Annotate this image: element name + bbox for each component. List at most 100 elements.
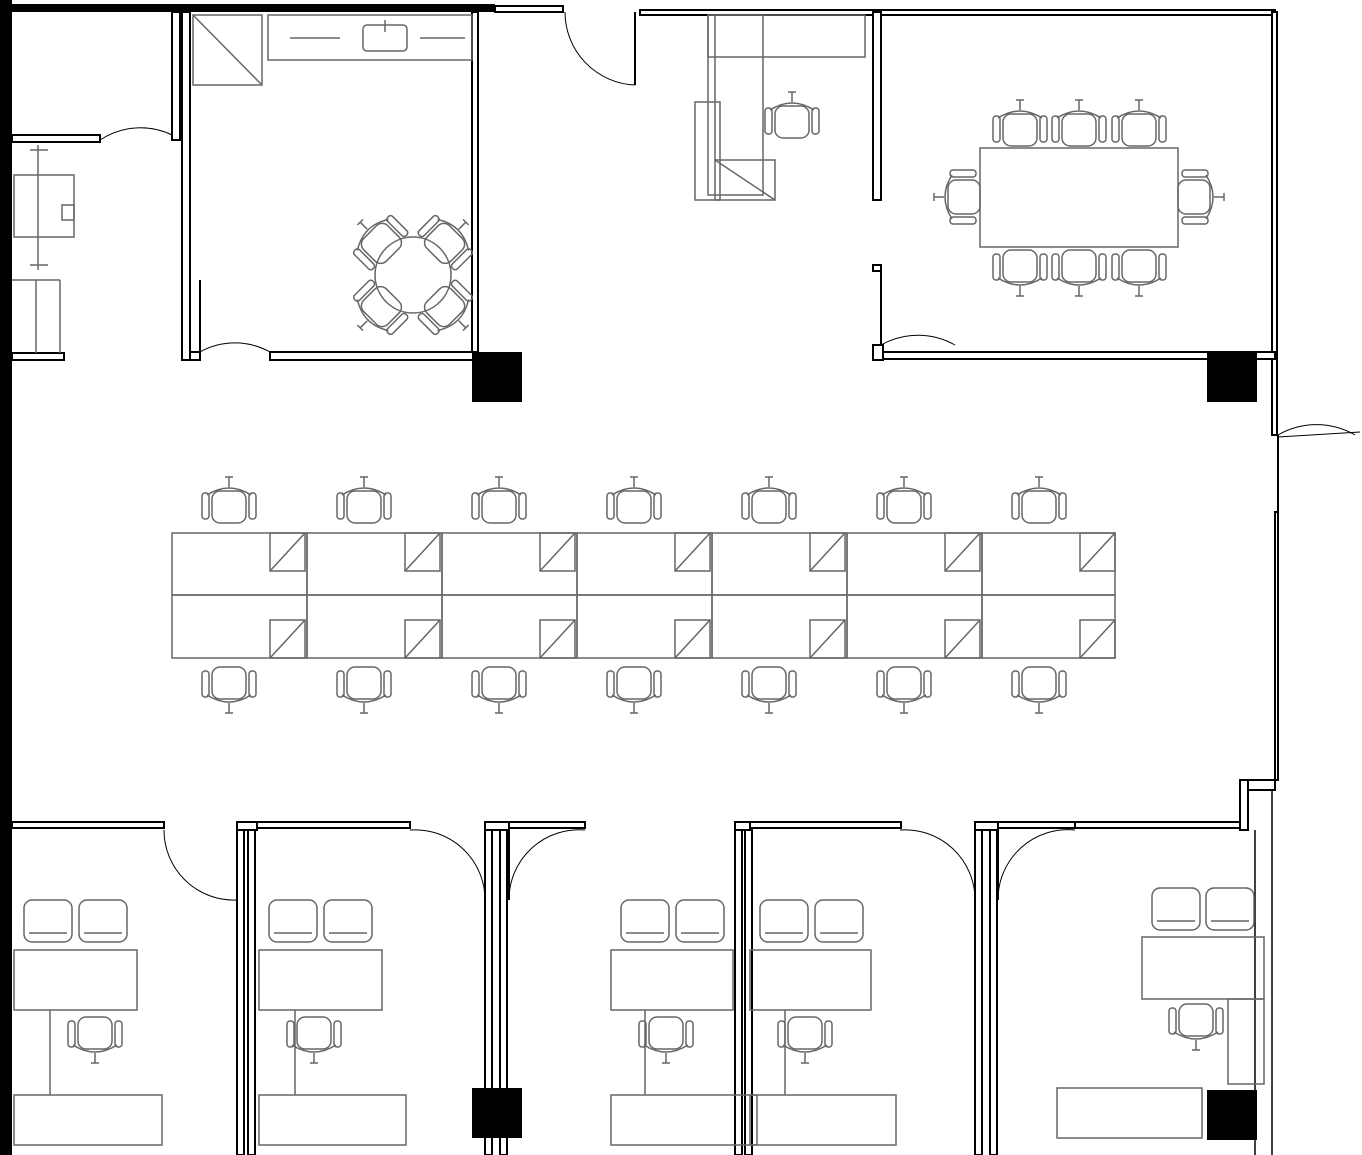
monitor-diagonal bbox=[809, 532, 846, 572]
chair-back bbox=[356, 218, 389, 251]
structural-column bbox=[472, 1088, 522, 1138]
chair-back bbox=[611, 694, 657, 703]
chair-back bbox=[782, 1044, 828, 1053]
chair bbox=[777, 1016, 833, 1064]
chair-seat bbox=[481, 666, 517, 700]
chair-seat bbox=[751, 666, 787, 700]
credenza bbox=[258, 1094, 407, 1146]
chair-arm bbox=[471, 492, 480, 520]
monitor-diagonal bbox=[269, 619, 306, 659]
chair bbox=[992, 249, 1048, 297]
chair-back bbox=[437, 218, 470, 251]
chair-back bbox=[476, 487, 522, 496]
wall bbox=[494, 5, 564, 13]
chair-arm bbox=[777, 1020, 786, 1048]
wall bbox=[872, 264, 882, 272]
chair-arm bbox=[1098, 115, 1107, 143]
wall bbox=[734, 821, 751, 831]
wall bbox=[872, 11, 882, 201]
chair-arm bbox=[352, 279, 376, 302]
monitor-box bbox=[1079, 619, 1116, 659]
chair-arm bbox=[1039, 253, 1048, 281]
chair bbox=[336, 476, 392, 524]
chair-arm bbox=[653, 492, 662, 520]
chair-seat bbox=[1121, 249, 1157, 283]
chair-arm bbox=[1111, 115, 1120, 143]
chair bbox=[638, 1016, 694, 1064]
chair bbox=[471, 476, 527, 524]
chair-arm bbox=[606, 492, 615, 520]
wall bbox=[11, 821, 165, 829]
reception-desk bbox=[707, 14, 764, 196]
chair-arm bbox=[764, 107, 773, 135]
chair-stem bbox=[462, 324, 470, 332]
chair-arm bbox=[876, 492, 885, 520]
door-swing bbox=[899, 829, 976, 901]
monitor-box bbox=[674, 532, 711, 572]
chair-seat bbox=[886, 666, 922, 700]
door-swing bbox=[1277, 424, 1356, 436]
chair bbox=[933, 169, 981, 225]
chair-arm bbox=[1111, 253, 1120, 281]
chair-arm bbox=[811, 107, 820, 135]
chair-seat bbox=[1021, 666, 1057, 700]
wall bbox=[11, 134, 101, 143]
chair-seat bbox=[1021, 490, 1057, 524]
chair-back bbox=[1016, 694, 1062, 703]
chair-stem bbox=[462, 218, 470, 226]
chair bbox=[741, 476, 797, 524]
office-desk bbox=[749, 949, 872, 1011]
chair-arm bbox=[417, 214, 440, 238]
chair bbox=[201, 476, 257, 524]
chair-seat bbox=[774, 105, 810, 139]
chair-arm bbox=[788, 670, 797, 698]
chair-arm bbox=[386, 312, 409, 336]
wall bbox=[1274, 511, 1279, 781]
chair-arm bbox=[383, 670, 392, 698]
wall bbox=[734, 829, 743, 1155]
chair-arm bbox=[386, 214, 409, 238]
door-swing bbox=[199, 342, 271, 353]
monitor-diagonal bbox=[944, 532, 981, 572]
chair-seat bbox=[616, 666, 652, 700]
wall bbox=[989, 829, 998, 1155]
chair-stem bbox=[356, 324, 364, 332]
door-swing bbox=[997, 829, 1076, 901]
chair-arm bbox=[1051, 115, 1060, 143]
chair bbox=[876, 476, 932, 524]
chair-back bbox=[476, 694, 522, 703]
wall bbox=[744, 829, 753, 1155]
monitor-diagonal bbox=[404, 532, 441, 572]
chair-stem bbox=[359, 320, 368, 329]
office-desk bbox=[610, 949, 734, 1011]
chair-back bbox=[1173, 1031, 1219, 1040]
chair-seat bbox=[211, 490, 247, 524]
cabinet bbox=[192, 14, 263, 86]
monitor-box bbox=[404, 619, 441, 659]
chair bbox=[1177, 169, 1225, 225]
chair-back bbox=[643, 1044, 689, 1053]
chair-back bbox=[341, 694, 387, 703]
chair-arm bbox=[1158, 115, 1167, 143]
furniture bbox=[13, 14, 1265, 1146]
reception-return bbox=[694, 101, 721, 201]
chair-arm bbox=[450, 248, 474, 271]
credenza bbox=[13, 1094, 163, 1146]
wall bbox=[1074, 821, 1241, 829]
chair-back bbox=[72, 1044, 118, 1053]
chair bbox=[741, 666, 797, 714]
chair bbox=[1051, 99, 1107, 147]
chair-arm bbox=[653, 670, 662, 698]
chair-back bbox=[611, 487, 657, 496]
chair-arm bbox=[1158, 253, 1167, 281]
chair-back bbox=[746, 694, 792, 703]
chair-arm bbox=[949, 169, 977, 178]
wall bbox=[189, 351, 201, 361]
monitor-box bbox=[809, 532, 846, 572]
chair bbox=[471, 666, 527, 714]
chair-arm bbox=[1058, 670, 1067, 698]
chair-back bbox=[997, 277, 1043, 286]
door-leaf bbox=[1277, 431, 1361, 438]
chair-seat bbox=[423, 222, 466, 265]
chair-seat bbox=[296, 1016, 332, 1050]
